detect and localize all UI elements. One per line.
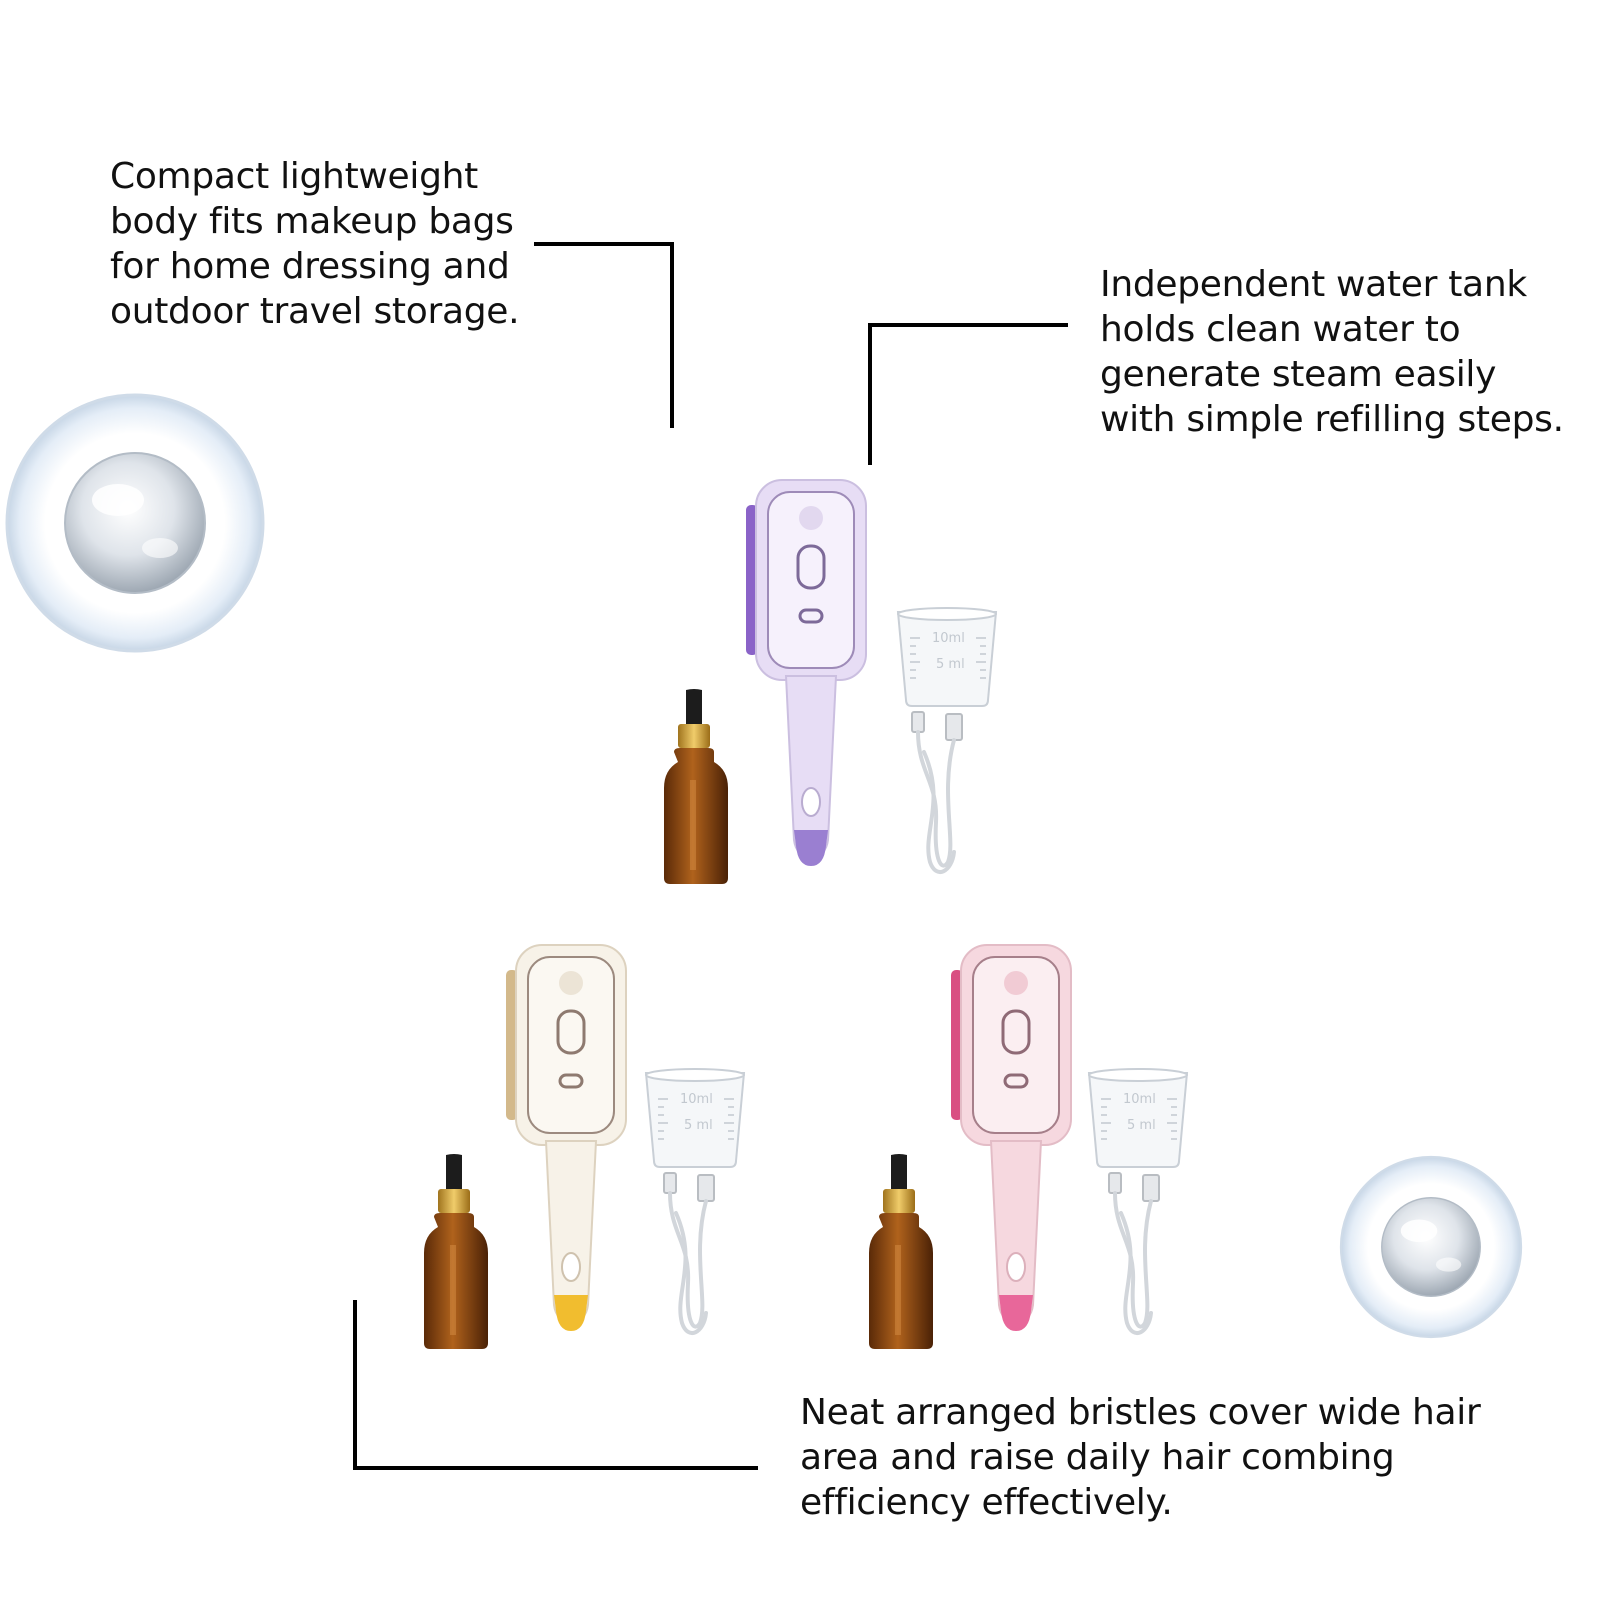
water-droplet-left (5, 393, 265, 653)
oil-bottle-icon (664, 689, 728, 884)
product-kit-pink: 10ml 5 ml (869, 944, 1188, 1349)
steam-brush-icon (746, 479, 867, 866)
caption-bristles: Neat arranged bristles cover wide hair a… (800, 1392, 1481, 1523)
product-kit-purple: 10ml 5 ml (664, 479, 997, 884)
caption-compact-body: Compact lightweight body fits makeup bag… (110, 156, 520, 332)
usb-cable-icon (910, 710, 964, 875)
cup-mark-5ml: 5 ml (1127, 1118, 1156, 1133)
cup-mark-5ml: 5 ml (936, 657, 965, 672)
cup-mark-10ml: 10ml (680, 1092, 713, 1107)
cup-mark-10ml: 10ml (932, 631, 965, 646)
cup-mark-5ml: 5 ml (684, 1118, 713, 1133)
cup-mark-10ml: 10ml (1123, 1092, 1156, 1107)
product-kit-cream: 10ml 5 ml (424, 944, 745, 1349)
usb-cable-icon (662, 1171, 716, 1336)
water-droplet-right (1339, 1155, 1523, 1339)
caption-water-tank: Independent water tank holds clean water… (1100, 264, 1564, 440)
usb-cable-icon (1107, 1171, 1161, 1336)
steam-brush-icon (506, 944, 627, 1331)
oil-bottle-icon (424, 1154, 488, 1349)
oil-bottle-icon (869, 1154, 933, 1349)
steam-brush-icon (951, 944, 1072, 1331)
